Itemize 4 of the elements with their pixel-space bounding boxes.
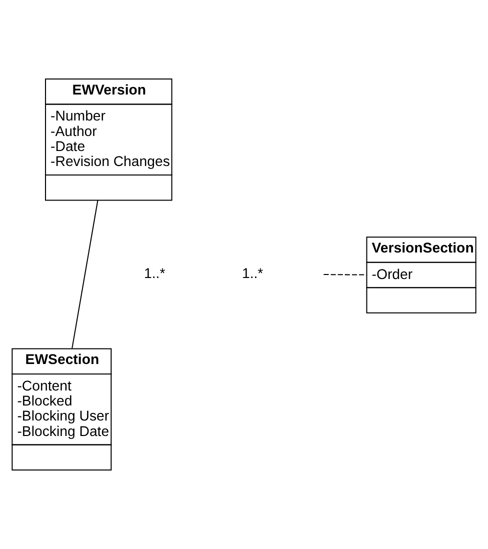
label: 1..* <box>144 265 166 282</box>
connector <box>72 200 98 348</box>
label: 1..* <box>242 265 264 282</box>
connector <box>324 274 366 276</box>
